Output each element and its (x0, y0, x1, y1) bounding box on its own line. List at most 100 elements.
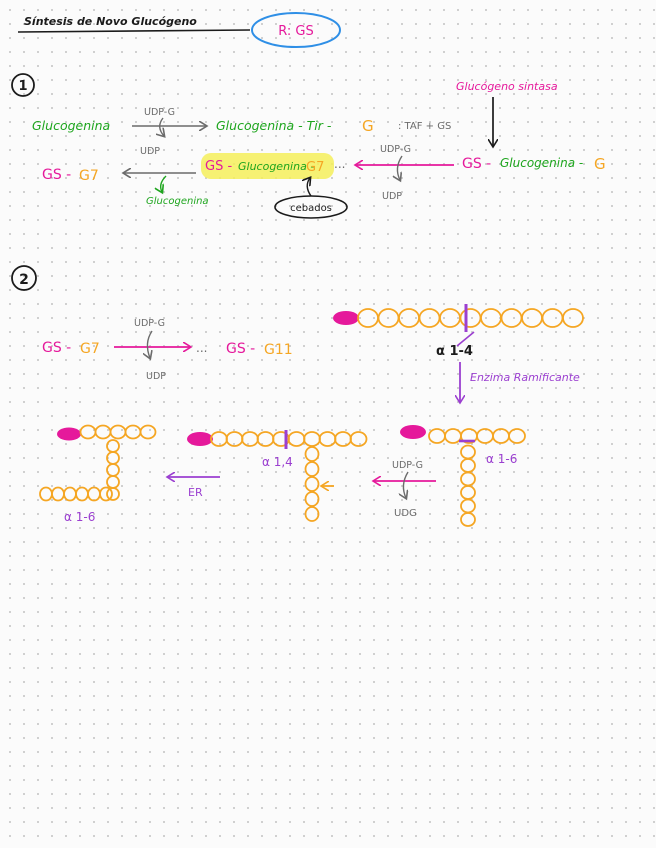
glucose-unit (460, 444, 476, 460)
step-1-circle (11, 73, 35, 97)
step2-g7: G7 (80, 341, 100, 357)
glucogenina-release-curve (161, 175, 167, 192)
glucose-unit (508, 428, 526, 444)
gs-complex-gs: GS - (462, 156, 491, 172)
glucose-unit (460, 471, 476, 487)
glucose-unit (210, 431, 228, 447)
glucose-unit (79, 424, 97, 440)
glucose-unit (349, 431, 368, 447)
udp-release-curve-top (160, 117, 164, 136)
glucose-unit (418, 308, 441, 328)
glucose-unit (287, 431, 306, 447)
step-2-number: 2 (19, 272, 29, 288)
glucose-unit (460, 485, 476, 500)
chain-glucogenina: Glucogenina - (238, 160, 314, 173)
glucose-unit (460, 512, 476, 527)
udp-top-label: UDP (140, 146, 160, 157)
page-title: Síntesis de Novo Glucógeno (24, 15, 197, 28)
primer-pointer (307, 178, 312, 197)
cofactors-label: : TAF + GS (398, 121, 451, 132)
highlight-chain (201, 153, 334, 179)
glucose-unit (139, 424, 157, 440)
glucose-unit (377, 308, 400, 328)
bond-a14-mid-label: α 1,4 (262, 455, 293, 469)
glucose-unit (476, 428, 494, 444)
glucose-unit (256, 431, 275, 447)
udp-release-curve-bottom (397, 155, 403, 180)
glucose-unit (304, 476, 320, 492)
cut-slash-a (456, 331, 475, 347)
primer-bubble (274, 195, 348, 219)
bond-a16-left-label: α 1-6 (64, 510, 95, 524)
glucose-unit (106, 487, 120, 501)
badge-circle (251, 12, 341, 48)
glucogenina-label: Glucogenina (32, 118, 110, 133)
glucose-unit (75, 486, 89, 502)
glucose-unit (459, 308, 482, 328)
er-label: ER (188, 486, 203, 499)
glucose-unit (106, 439, 120, 453)
released-g7: G7 (79, 168, 99, 184)
udpg-top-label: UDP-G (144, 107, 175, 118)
enzyme-label: Glucógeno sintasa (456, 80, 558, 93)
step2-g11: G11 (264, 342, 293, 358)
glucose-unit (106, 451, 120, 465)
product-glucose: G (362, 117, 374, 135)
step2-udp: UDP (146, 371, 166, 382)
branching-enzyme-label: Enzima Ramificante (470, 371, 580, 384)
udpg-bottom-label: UDP-G (380, 144, 411, 155)
glucose-unit (357, 308, 379, 328)
glucose-unit (106, 463, 120, 477)
step2-gs2: GS - (226, 341, 255, 357)
product-label: Glucogenina - Tir - (216, 118, 332, 133)
primer-label: cebados (290, 203, 332, 214)
bond-a16-right-label: α 1-6 (486, 452, 517, 466)
glucose-unit (304, 506, 320, 522)
glucose-unit (444, 428, 462, 444)
glucose-unit (521, 308, 543, 328)
glucose-unit (124, 424, 142, 440)
udp-bottom-label: UDP (382, 191, 402, 202)
chain-g7: G7 (306, 160, 324, 175)
glucose-unit (109, 424, 127, 440)
step2-udpg: UDP-G (134, 318, 165, 329)
glucose-unit (541, 308, 564, 328)
glucose-unit (63, 486, 77, 502)
glucose-unit (398, 308, 420, 328)
released-gs: GS - (42, 167, 71, 183)
glucose-unit (480, 308, 502, 328)
glucose-unit (318, 431, 337, 447)
glucose-unit (439, 308, 461, 328)
gs-complex-glucose: G (594, 155, 606, 173)
glucose-unit (99, 486, 113, 502)
glucose-unit (304, 491, 320, 507)
glucose-unit (460, 498, 476, 514)
glucose-unit (334, 431, 352, 447)
chain-c-glucose-units (210, 431, 368, 522)
step2-gs: GS - (42, 340, 71, 356)
released-glucogenina: Glucogenina (146, 196, 209, 207)
glucose-unit (241, 431, 259, 447)
glucose-unit (106, 475, 120, 489)
glucose-unit (460, 458, 476, 473)
chain-ellipsis: ... (334, 157, 345, 171)
glycogenin-core-b (400, 425, 426, 439)
bond-a14-label: α 1-4 (436, 344, 473, 359)
udg-curve (403, 471, 409, 498)
gs-complex-glucogenina: Glucogenina - (500, 156, 583, 170)
udg-label: UDG (394, 508, 417, 519)
title-underline (17, 29, 251, 33)
chain-a-glucose-units (357, 308, 584, 328)
glycogenin-core-a (333, 311, 359, 325)
udpg2-label: UDP-G (392, 460, 423, 471)
badge-text: R: GS (278, 24, 313, 39)
glucose-unit (562, 308, 584, 328)
glucose-unit (500, 308, 523, 328)
glucose-unit (51, 486, 65, 502)
chain-gs: GS - (205, 159, 232, 174)
glycogenin-core-d (57, 427, 81, 441)
glucose-unit (94, 424, 112, 440)
glucose-unit (303, 431, 321, 447)
glucose-unit (492, 428, 510, 444)
